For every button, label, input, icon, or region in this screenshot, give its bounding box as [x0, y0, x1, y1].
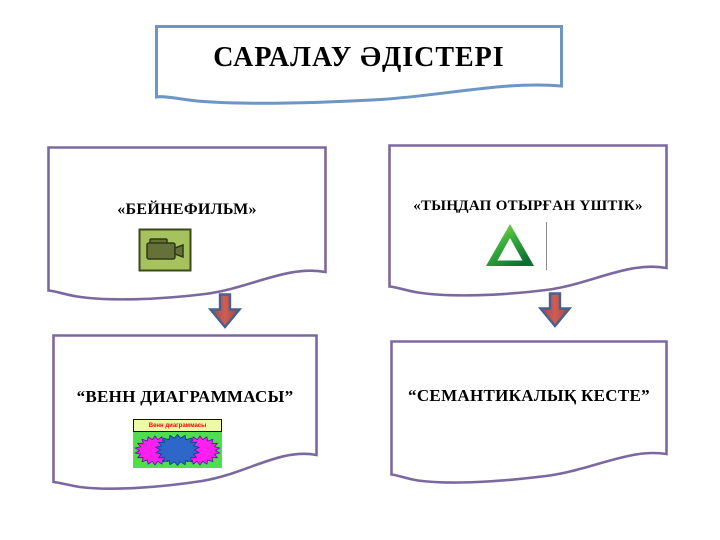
cursor-line — [546, 222, 547, 270]
page-title: САРАЛАУ ӘДІСТЕРІ — [213, 42, 505, 73]
video-camera-icon — [138, 228, 192, 272]
semantic-table-label: “СЕМАНТИКАЛЫҚ КЕСТЕ” — [408, 386, 650, 405]
card-wave-outline — [388, 144, 668, 297]
down-arrow-icon — [208, 293, 242, 329]
venn-thumbnail-canvas — [133, 432, 222, 468]
card-wave-outline — [52, 334, 318, 490]
card-semantic-table: “СЕМАНТИКАЛЫҚ КЕСТЕ” — [390, 340, 668, 490]
card-wave-outline — [47, 146, 327, 301]
venn-thumbnail-caption: Венн диаграммасы — [133, 419, 222, 432]
title-box: САРАЛАУ ӘДІСТЕРІ — [155, 25, 563, 107]
impossible-triangle-icon — [486, 224, 534, 266]
listening-trio-label: «ТЫҢДАП ОТЫРҒАН ҮШТІК» — [413, 198, 643, 214]
card-listening-trio: «ТЫҢДАП ОТЫРҒАН ҮШТІК» — [388, 144, 668, 300]
video-film-label: «БЕЙНЕФИЛЬМ» — [117, 201, 257, 218]
venn-diagram-label: “ВЕНН ДИАГРАММАСЫ” — [76, 387, 294, 406]
card-venn-diagram: “ВЕНН ДИАГРАММАСЫ” Венн диаграммасы — [52, 334, 318, 494]
title-box-wave-outline — [155, 25, 563, 105]
down-arrow-icon — [538, 292, 572, 328]
venn-diagram-thumbnail: Венн диаграммасы — [133, 419, 222, 468]
card-video-film: «БЕЙНЕФИЛЬМ» — [47, 146, 327, 304]
card-wave-outline — [390, 340, 668, 484]
